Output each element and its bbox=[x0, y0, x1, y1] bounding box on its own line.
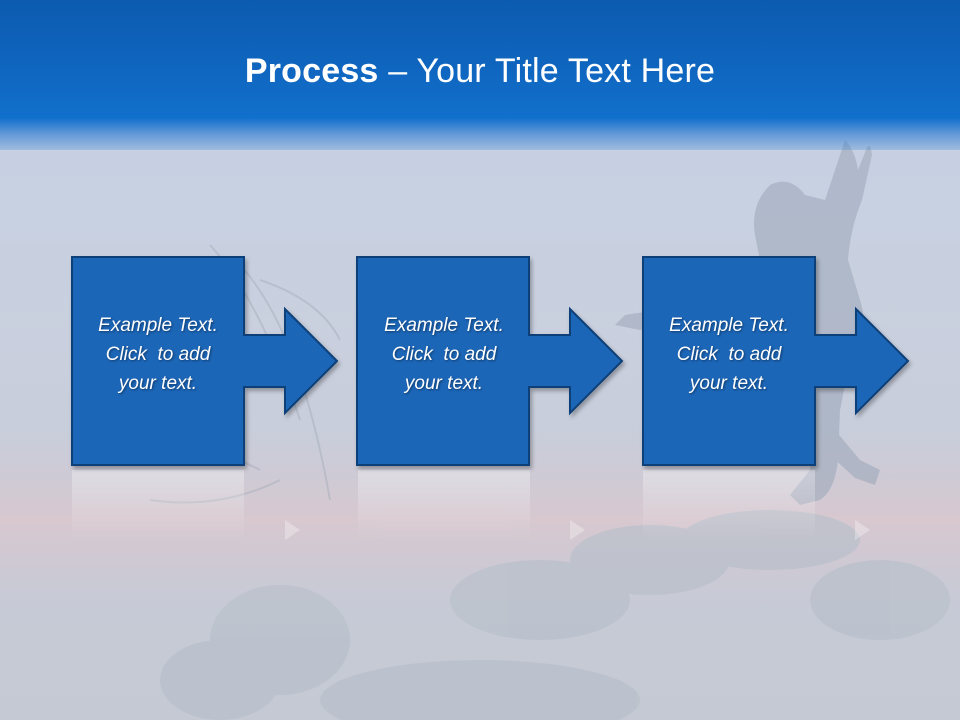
process-arrow-1[interactable] bbox=[71, 256, 339, 466]
step-3-text[interactable]: Example Text. Click to add your text. bbox=[643, 311, 815, 398]
step-3-line-3: your text. bbox=[689, 373, 769, 394]
title-bar bbox=[0, 0, 960, 150]
slide-title[interactable]: Process – Your Title Text Here bbox=[0, 52, 960, 91]
step-2-line-1: Example Text. bbox=[384, 315, 504, 336]
step-1-line-3: your text. bbox=[118, 373, 198, 394]
title-rest: – Your Title Text Here bbox=[378, 52, 716, 90]
step-2-line-2: Click to add bbox=[391, 344, 497, 365]
step-1-text[interactable]: Example Text. Click to add your text. bbox=[72, 311, 244, 398]
process-arrow-2[interactable] bbox=[356, 256, 624, 466]
step-2-text[interactable]: Example Text. Click to add your text. bbox=[358, 311, 530, 398]
step-1-line-1: Example Text. bbox=[98, 315, 218, 336]
step-3-line-2: Click to add bbox=[676, 344, 782, 365]
step-1-line-2: Click to add bbox=[105, 344, 211, 365]
step-3-line-1: Example Text. bbox=[669, 315, 789, 336]
process-arrow-3[interactable] bbox=[642, 256, 910, 466]
step-2-line-3: your text. bbox=[404, 373, 484, 394]
shape-reflections bbox=[72, 470, 870, 540]
title-bold: Process bbox=[244, 52, 379, 90]
